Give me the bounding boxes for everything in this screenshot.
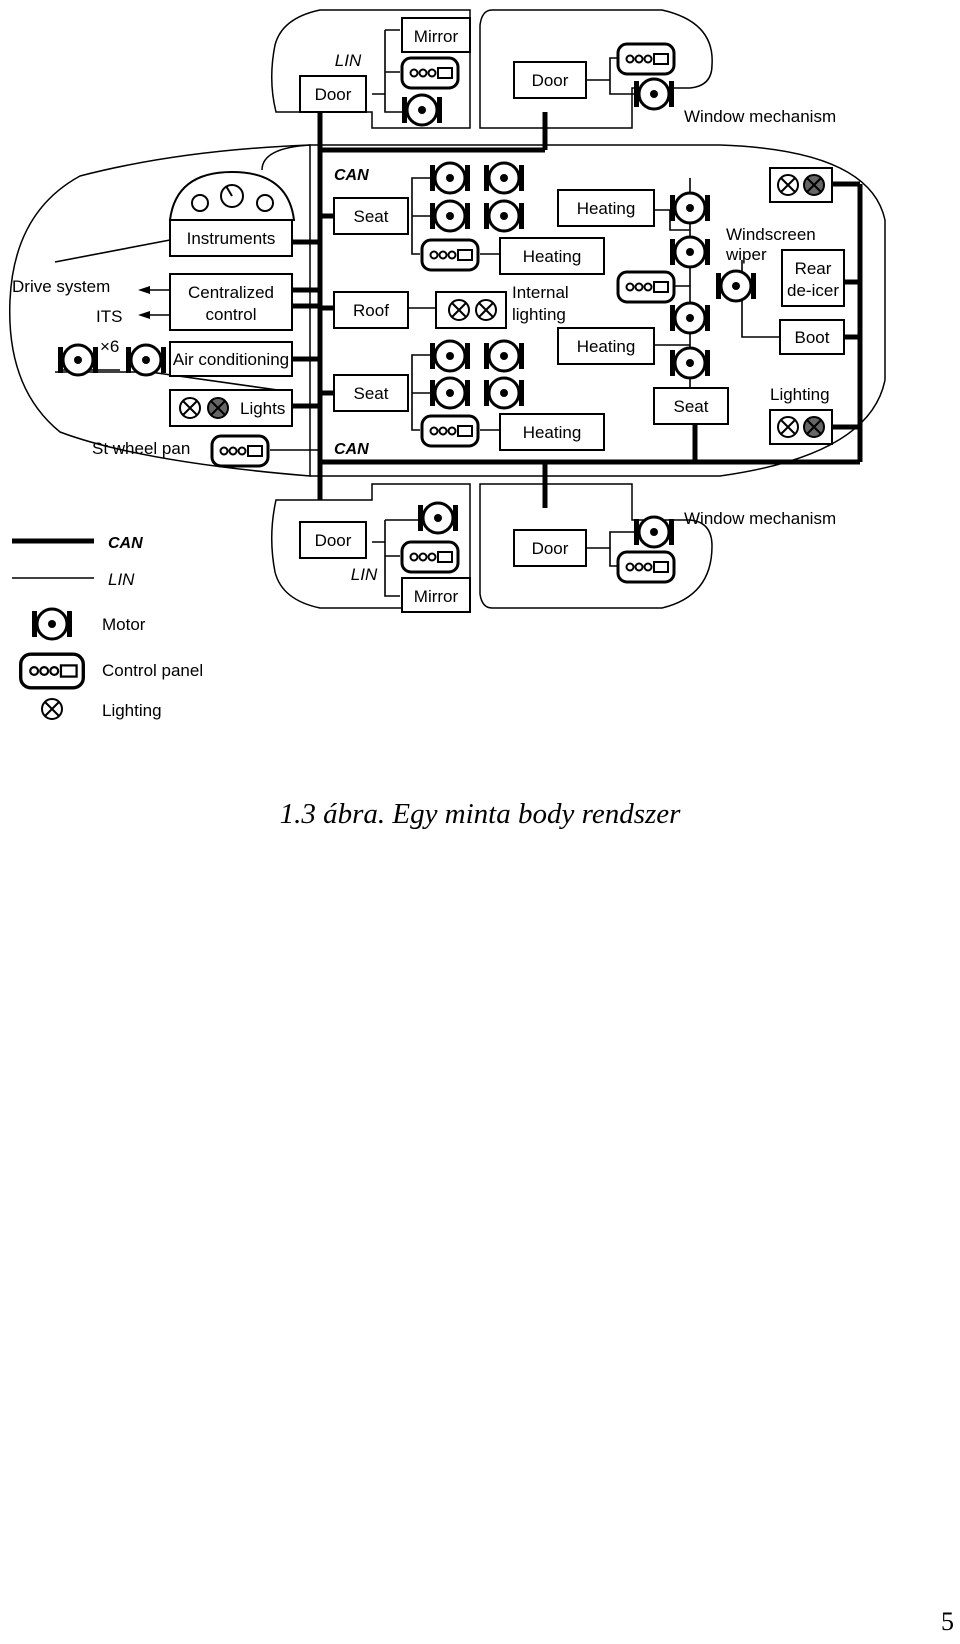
lin-label-rear: LIN	[351, 565, 378, 584]
svg-text:Door: Door	[315, 531, 352, 550]
svg-text:de-icer: de-icer	[787, 281, 839, 300]
door-rear-left-box: Door	[299, 521, 367, 559]
svg-text:Rear: Rear	[795, 259, 832, 278]
air-conditioning-box: Air conditioning	[169, 341, 293, 377]
mirror-rear-box: Mirror	[401, 577, 471, 613]
legend: CAN LIN Motor Control panel Lighting	[12, 535, 203, 720]
svg-text:Heating: Heating	[577, 199, 636, 218]
svg-text:Door: Door	[315, 85, 352, 104]
svg-text:control: control	[205, 305, 256, 324]
legend-motor-icon	[32, 607, 72, 641]
heating-mid-right-box: Heating	[557, 327, 655, 365]
svg-text:Seat: Seat	[674, 397, 709, 416]
door-front-right-box: Door	[513, 61, 587, 99]
seat-front-box: Seat	[333, 197, 409, 235]
legend-lighting-icon	[41, 698, 63, 720]
legend-lighting-label: Lighting	[102, 701, 162, 720]
rear-right-door-outline	[479, 483, 713, 609]
internal-lighting-lamps	[435, 291, 507, 329]
door-rear-right-box: Door	[513, 529, 587, 567]
svg-text:Door: Door	[532, 539, 569, 558]
can-label-bottom: CAN	[334, 441, 369, 458]
svg-text:Heating: Heating	[577, 337, 636, 356]
lighting-right-lamps	[769, 409, 833, 445]
boot-box: Boot	[779, 319, 845, 355]
internal-lighting-label-2: lighting	[512, 305, 566, 324]
instruments-box: Instruments	[168, 170, 296, 257]
can-label-top: CAN	[334, 167, 369, 184]
svg-text:Instruments: Instruments	[187, 229, 276, 248]
window-mechanism-front-label: Window mechanism	[684, 107, 836, 126]
lin-label-front: LIN	[335, 51, 362, 70]
svg-text:Boot: Boot	[795, 328, 830, 347]
front-right-door-outline	[479, 9, 713, 129]
svg-text:Mirror: Mirror	[414, 27, 459, 46]
svg-text:Mirror: Mirror	[414, 587, 459, 606]
rear-deicer-box: Rear de-icer	[781, 249, 845, 307]
page-number: 5	[941, 1607, 954, 1636]
heating-front-seat-box: Heating	[499, 237, 605, 275]
rear-left-door-outline	[270, 483, 471, 609]
window-mechanism-rear-label: Window mechanism	[684, 509, 836, 528]
centralized-control-box: Centralized control	[169, 273, 293, 331]
windscreen-label-2: wiper	[725, 245, 767, 264]
legend-motor-label: Motor	[102, 615, 146, 634]
svg-text:Air conditioning: Air conditioning	[173, 350, 289, 369]
car-body-outline	[8, 144, 311, 477]
heating-front-right-box: Heating	[557, 189, 655, 227]
body-system-diagram: Mirror LIN Door Door Window mechanism CA…	[8, 9, 886, 720]
x6-label: ×6	[100, 337, 119, 356]
legend-can-label: CAN	[108, 535, 143, 552]
roof-box: Roof	[333, 291, 409, 329]
lighting-top-right-lamps	[769, 167, 833, 203]
internal-lighting-label-1: Internal	[512, 283, 569, 302]
svg-text:Lights: Lights	[240, 399, 285, 418]
its-label: ITS	[96, 307, 122, 326]
drive-system-label: Drive system	[12, 277, 110, 296]
lights-box: Lights	[169, 389, 293, 427]
figure-caption: 1.3 ábra. Egy minta body rendszer	[279, 798, 681, 830]
st-wheel-pan-label: St wheel pan	[92, 439, 190, 458]
legend-lin-label: LIN	[108, 570, 135, 589]
legend-control-panel-icon	[18, 652, 86, 690]
svg-text:Heating: Heating	[523, 423, 582, 442]
lighting-right-label: Lighting	[770, 385, 830, 404]
svg-text:Centralized: Centralized	[188, 283, 274, 302]
heating-rear-seat-box: Heating	[499, 413, 605, 451]
mirror-front-box: Mirror	[401, 17, 471, 53]
legend-control-panel-label: Control panel	[102, 661, 203, 680]
svg-text:Seat: Seat	[354, 207, 389, 226]
svg-text:Heating: Heating	[523, 247, 582, 266]
svg-text:Seat: Seat	[354, 384, 389, 403]
seat-rear-box: Seat	[333, 374, 409, 412]
door-front-left-box: Door	[299, 75, 367, 113]
seat-rear-right-box: Seat	[653, 387, 729, 425]
svg-text:Door: Door	[532, 71, 569, 90]
svg-text:Roof: Roof	[353, 301, 389, 320]
windscreen-label-1: Windscreen	[726, 225, 816, 244]
